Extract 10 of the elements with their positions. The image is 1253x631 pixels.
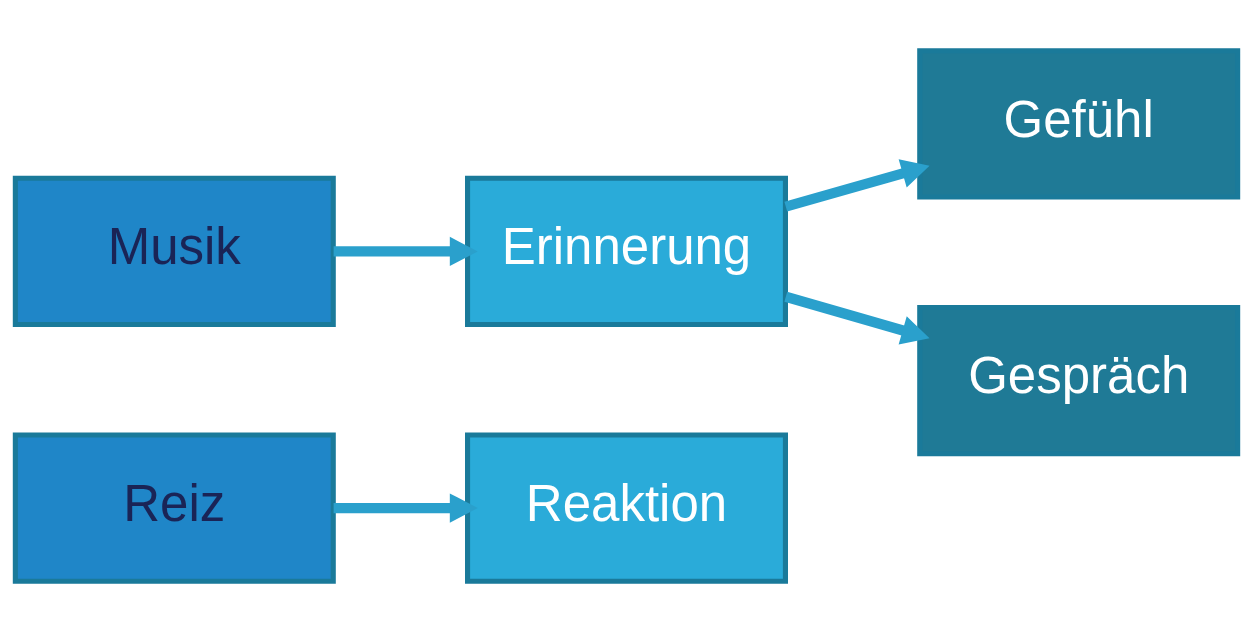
node-box: Musik bbox=[12, 175, 336, 327]
arrow bbox=[784, 158, 930, 212]
node-box: Gefühl bbox=[917, 47, 1241, 200]
arrow bbox=[333, 492, 478, 523]
node-box: Reaktion bbox=[465, 431, 788, 584]
arrow bbox=[784, 291, 930, 345]
node-box: Gespräch bbox=[917, 304, 1241, 456]
node-box: Reiz bbox=[12, 431, 336, 584]
arrow bbox=[333, 236, 478, 266]
node-box: Erinnerung bbox=[465, 175, 788, 327]
